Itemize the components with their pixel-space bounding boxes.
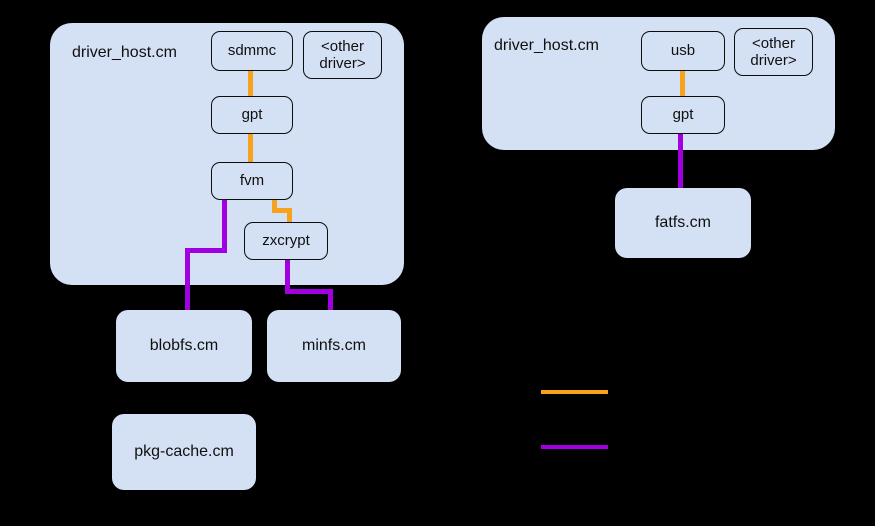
edge-gpt-to-fvm — [248, 132, 253, 164]
edge-sdmmc-to-gpt — [248, 70, 253, 98]
edge-zxcrypt-to-minfs-seg2 — [285, 289, 333, 294]
node-other-driver-left[interactable]: <other driver> — [303, 31, 382, 79]
edge-fvm-to-zxcrypt-seg1 — [272, 198, 277, 213]
node-gpt-right[interactable]: gpt — [641, 96, 725, 134]
node-zxcrypt[interactable]: zxcrypt — [244, 222, 328, 260]
edge-zxcrypt-to-minfs-seg3 — [328, 289, 333, 311]
node-minfs[interactable]: minfs.cm — [267, 310, 401, 382]
edge-zxcrypt-to-minfs-seg1 — [285, 258, 290, 294]
edge-usb-to-gpt — [680, 70, 685, 98]
node-fatfs[interactable]: fatfs.cm — [615, 188, 751, 258]
node-sdmmc[interactable]: sdmmc — [211, 31, 293, 71]
edge-fvm-to-zxcrypt-seg3 — [287, 208, 292, 224]
right-driver-host-label: driver_host.cm — [494, 37, 599, 54]
node-blobfs[interactable]: blobfs.cm — [116, 310, 252, 382]
left-driver-host-label: driver_host.cm — [72, 44, 177, 61]
edge-fvm-to-blobfs-seg3 — [185, 248, 190, 310]
edge-fvm-to-blobfs-seg2 — [185, 248, 227, 253]
edge-gpt-to-fatfs — [678, 132, 683, 188]
node-usb[interactable]: usb — [641, 31, 725, 71]
node-gpt-left[interactable]: gpt — [211, 96, 293, 134]
legend-swatch-orange — [541, 390, 608, 394]
edge-fvm-to-zxcrypt-seg2 — [272, 208, 292, 213]
legend-swatch-purple — [541, 445, 608, 449]
node-other-driver-right[interactable]: <other driver> — [734, 28, 813, 76]
node-pkg-cache[interactable]: pkg-cache.cm — [112, 414, 256, 490]
node-fvm[interactable]: fvm — [211, 162, 293, 200]
edge-fvm-to-blobfs-seg1 — [222, 198, 227, 252]
